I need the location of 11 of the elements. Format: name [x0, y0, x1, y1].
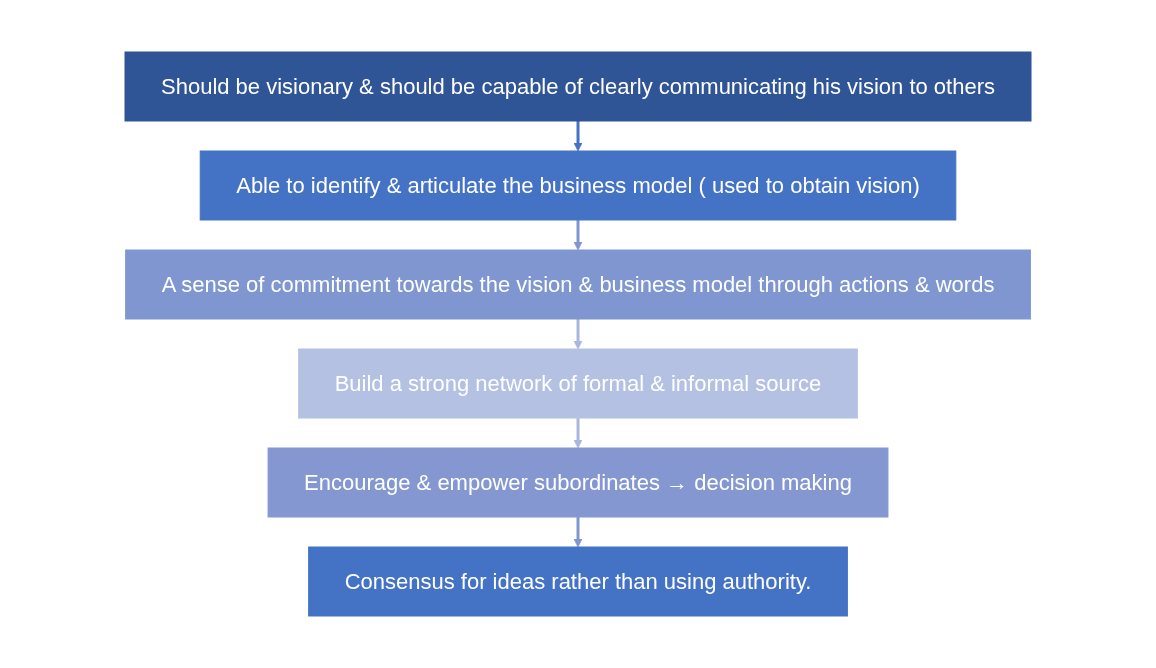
arrow: [573, 121, 583, 152]
arrow: [573, 517, 583, 548]
arrow: [573, 418, 583, 449]
node-box: A sense of commitment towards the vision & business model through actions & words: [125, 249, 1031, 320]
node-box: Encourage & empower subordinates → decision making: [267, 447, 889, 518]
node-box: Able to identify & articulate the business model ( used to obtain vision): [199, 150, 957, 221]
node-box: Consensus for ideas rather than using authority.: [308, 546, 848, 617]
node-box: Should be visionary & should be capable of clearly communicating his vision to others: [124, 51, 1032, 122]
arrow: [573, 319, 583, 350]
node-box: Build a strong network of formal & informal source: [298, 348, 858, 419]
arrow: [573, 220, 583, 251]
